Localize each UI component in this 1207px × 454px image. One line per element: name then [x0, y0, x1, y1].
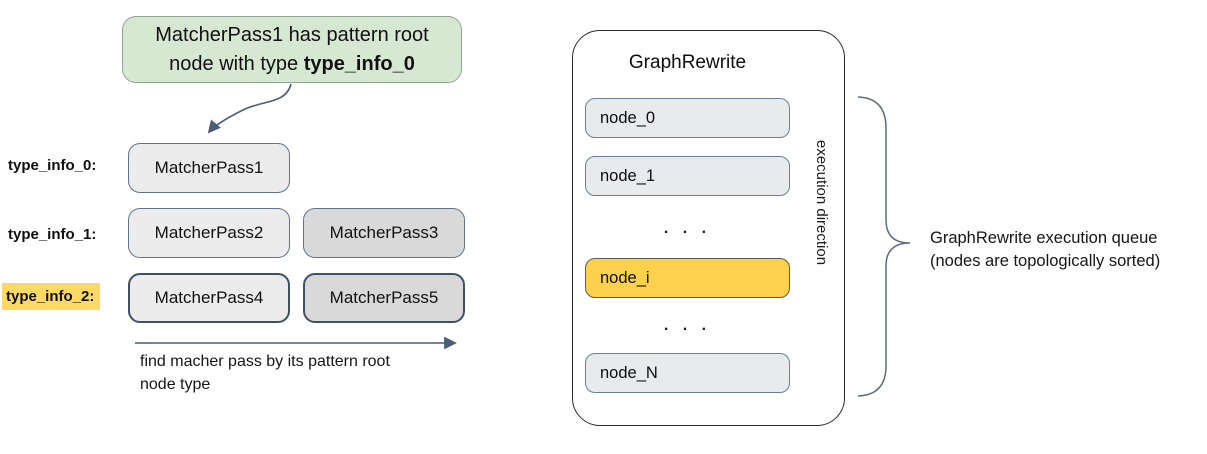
matcher-pass-4-box: MatcherPass4 [128, 273, 290, 323]
callout-curved-arrow [207, 83, 292, 134]
matcher-pass-3-box: MatcherPass3 [303, 208, 465, 258]
queue-annotation: GraphRewrite execution queue (nodes are … [930, 229, 1161, 270]
callout-note: MatcherPass1 has pattern root node with … [122, 16, 462, 83]
callout-line2: node with type type_info_0 [169, 52, 415, 75]
row-label-type-info-2: type_info_2: [2, 283, 101, 310]
matcher-pass-1-box: MatcherPass1 [128, 143, 290, 193]
matcher-pass-5-box: MatcherPass5 [303, 273, 465, 323]
queue-ellipsis-top: . . . [663, 220, 712, 237]
axis-caption: find macher pass by its pattern root nod… [140, 353, 390, 393]
queue-node-n: node_N [585, 353, 790, 393]
row-label-type-info-0: type_info_0: [8, 157, 97, 174]
queue-node-0: node_0 [585, 98, 790, 138]
callout-line1: MatcherPass1 has pattern root [155, 23, 429, 46]
graph-rewrite-title: GraphRewrite [628, 52, 747, 73]
matcher-pass-2-box: MatcherPass2 [128, 208, 290, 258]
queue-ellipsis-bottom: . . . [663, 317, 712, 334]
row-label-type-info-1: type_info_1: [8, 226, 97, 243]
queue-node-1: node_1 [585, 156, 790, 196]
queue-node-i: node_i [585, 258, 790, 298]
execution-direction-label: execution direction [813, 140, 830, 266]
curly-brace [857, 96, 911, 397]
callout-bold-type: type_info_0 [303, 52, 415, 75]
